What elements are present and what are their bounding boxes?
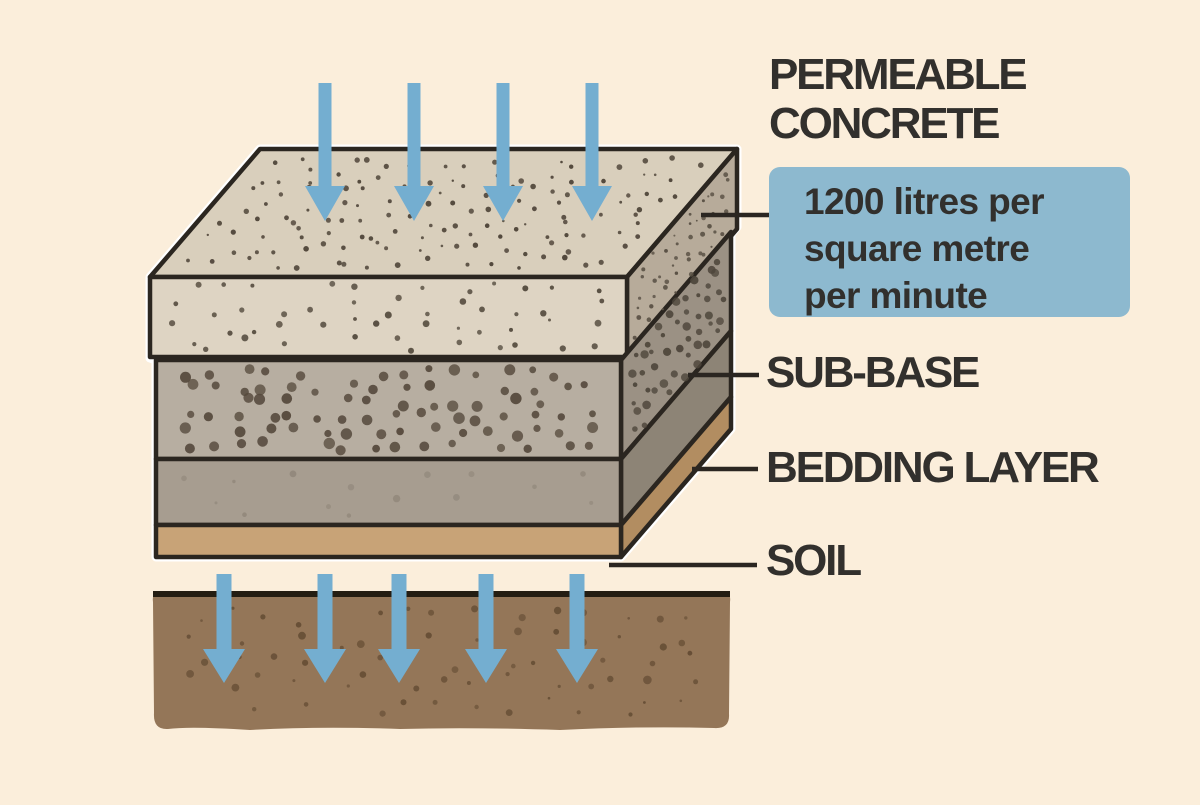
svg-text:BEDDING LAYER: BEDDING LAYER [766,443,1099,492]
svg-text:square metre: square metre [804,228,1029,269]
svg-text:PERMEABLE: PERMEABLE [769,50,1026,99]
svg-text:per minute: per minute [804,275,987,316]
svg-text:SOIL: SOIL [766,536,861,585]
svg-text:1200 litres per: 1200 litres per [804,181,1044,222]
svg-text:SUB-BASE: SUB-BASE [766,348,979,397]
svg-text:CONCRETE: CONCRETE [769,99,999,148]
